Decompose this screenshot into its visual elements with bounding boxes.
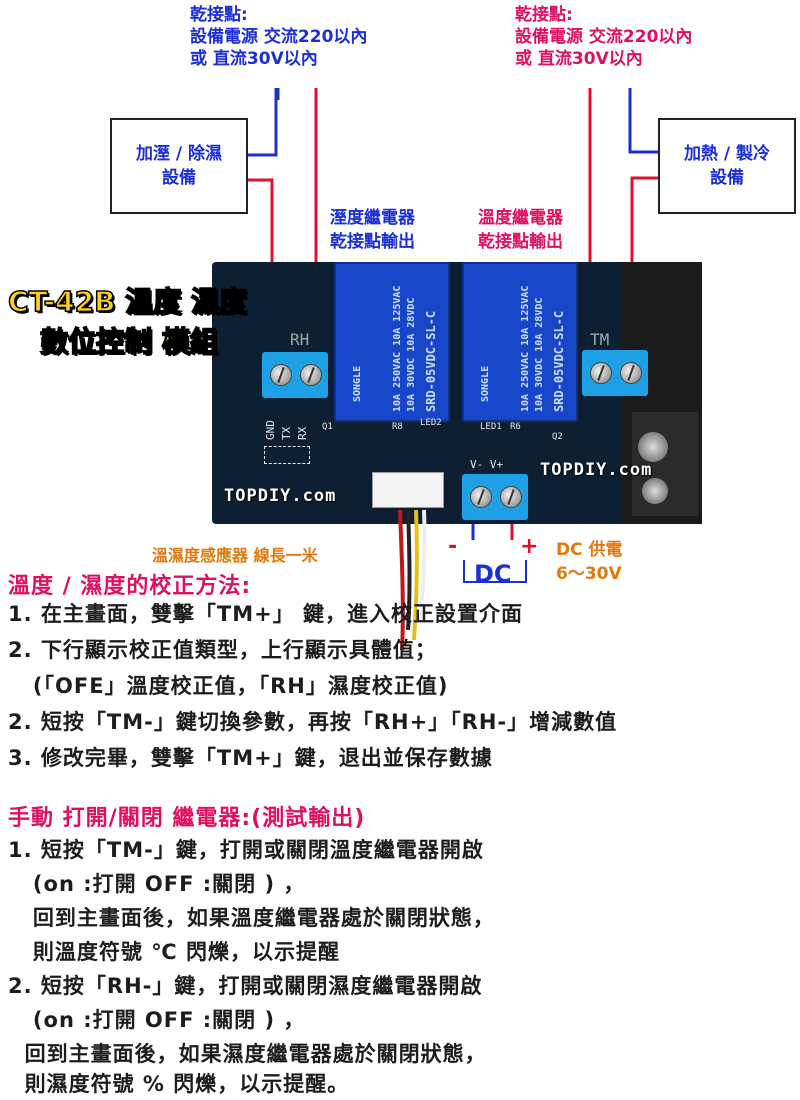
- left-blue-wire: [246, 88, 278, 157]
- humidifier-device-box: 加溼 / 除濕 設備: [110, 118, 248, 214]
- watermark-right: TOPDIY.com: [540, 460, 653, 480]
- temperature-relay: SONGLE 10A 250VAC 10A 125VAC 10A 30VDC 1…: [462, 262, 578, 422]
- humidity-relay: SONGLE 10A 250VAC 10A 125VAC 10A 30VDC 1…: [334, 262, 450, 422]
- rh-terminal-block: [262, 352, 328, 398]
- serial-pin-rx: RX: [296, 426, 309, 440]
- capacitor: [638, 432, 668, 462]
- terminal-screw: [620, 362, 642, 384]
- rh-silk-label: RH: [290, 330, 310, 349]
- calibration-line: 1. 在主畫面，雙擊「TM+」 鍵，進入校正設置介面: [8, 602, 524, 626]
- relay-rating-text: 10A 250VAC 10A 125VAC: [520, 285, 531, 412]
- manual-line: 則溫度符號 ℃ 閃爍，以示提醒: [8, 940, 340, 964]
- dc-supply-line: DC 供電: [556, 540, 623, 560]
- product-title-line1: CT-42B 溫度 濕度: [7, 280, 247, 320]
- calibration-line: 2. 下行顯示校正值類型，上行顯示具體值；: [8, 638, 437, 662]
- right-device-line: 設備: [709, 168, 744, 188]
- relay-rating-text: 10A 30VDC 10A 28VDC: [406, 297, 417, 412]
- circuit-board: RH TM SONGLE 10A 250VAC 10A 125VAC 10A 3…: [212, 262, 702, 524]
- manual-line: 1. 短按「TM-」鍵，打開或關閉溫度繼電器開啟: [8, 838, 484, 862]
- relay-model-text: SRD-05VDC-SL-C: [424, 310, 438, 412]
- temp-relay-label: 溫度繼電器 乾接點輸出: [478, 206, 563, 254]
- terminal-screw: [300, 364, 322, 386]
- sensor-connector: [372, 472, 444, 508]
- top-left-note: 乾接點: 設備電源 交流220以內 或 直流30V以內: [190, 4, 367, 70]
- manual-line: 回到主畫面後，如果溫度繼電器處於關閉狀態，: [8, 906, 495, 930]
- dc-terminal-block: [462, 474, 528, 520]
- relay-brand-text: SONGLE: [352, 365, 363, 402]
- calibration-line: 2. 短按「TM-」鍵切換參數，再按「RH+」「RH-」增減數值: [8, 710, 618, 734]
- humidity-relay-label: 溼度繼電器 乾接點輸出: [330, 206, 415, 254]
- tm-silk-label: TM: [590, 330, 610, 349]
- component-q1: Q1: [322, 422, 333, 432]
- relay-brand-text: SONGLE: [480, 365, 491, 402]
- top-left-note-line: 設備電源 交流220以內: [190, 27, 368, 47]
- tm-terminal-block: [582, 350, 648, 396]
- top-left-note-line: 或 直流30V以內: [190, 49, 318, 69]
- temp-relay-label-line: 乾接點輸出: [478, 232, 563, 252]
- dc-supply-line: 6～30V: [556, 564, 622, 584]
- component-led2: LED2: [420, 418, 442, 428]
- right-device-line: 加熱 / 製冷: [683, 144, 771, 164]
- manual-heading: 手動 打開/關閉 繼電器:(測試輸出): [8, 806, 366, 831]
- product-title-rest: 溫度 濕度: [124, 284, 247, 319]
- terminal-screw: [590, 362, 612, 384]
- temp-relay-label-line: 溫度繼電器: [478, 208, 563, 228]
- component-led1: LED1: [480, 422, 502, 432]
- product-title-control: 數位控制: [39, 324, 153, 359]
- manual-line: 則濕度符號 % 閃爍，以示提醒。: [8, 1072, 350, 1096]
- manual-line: 回到主畫面後，如果濕度繼電器處於關閉狀態，: [8, 1042, 487, 1066]
- heater-device-box: 加熱 / 製冷 設備: [658, 118, 796, 214]
- serial-pin-gnd: GND: [264, 420, 277, 440]
- top-right-note-line: 或 直流30V以內: [515, 49, 643, 69]
- manual-line: (on :打開 OFF :關閉 ) ，: [8, 872, 306, 896]
- calibration-line: (「OFE」溫度校正值，「RH」濕度校正值): [8, 674, 449, 698]
- terminal-screw: [270, 364, 292, 386]
- top-right-note-line: 乾接點:: [515, 5, 573, 25]
- serial-pin-tx: TX: [280, 426, 293, 440]
- terminal-screw: [470, 486, 492, 508]
- sensor-wire-black: [406, 509, 412, 631]
- top-right-note: 乾接點: 設備電源 交流220以內 或 直流30V以內: [515, 4, 692, 70]
- product-title-module: 模組: [161, 324, 219, 359]
- sensor-wires: [398, 509, 427, 651]
- left-device-line: 設備: [161, 168, 196, 188]
- sensor-wire-red: [398, 509, 405, 651]
- top-left-note-line: 乾接點:: [190, 5, 248, 25]
- capacitor: [642, 478, 668, 504]
- manual-line: (on :打開 OFF :關閉 ) ，: [8, 1008, 306, 1032]
- relay-rating-text: 10A 30VDC 10A 28VDC: [534, 297, 545, 412]
- calibration-line: 3. 修改完畢，雙擊「TM+」鍵，退出並保存數據: [8, 746, 493, 770]
- left-device-line: 加溼 / 除濕: [135, 144, 223, 164]
- sensor-label: 溫濕度感應器 線長一米: [152, 546, 318, 565]
- dc-supply-label: DC 供電 6～30V: [556, 538, 623, 586]
- dc-label: DC: [474, 560, 512, 588]
- component-r6: R6: [510, 422, 521, 432]
- right-blue-wire: [628, 88, 658, 154]
- dc-minus-label: -: [448, 534, 458, 559]
- dc-plus-label: +: [520, 534, 539, 559]
- manual-line: 2. 短按「RH-」鍵，打開或關閉濕度繼電器開啟: [8, 974, 483, 998]
- component-q2: Q2: [552, 432, 563, 442]
- relay-model-text: SRD-05VDC-SL-C: [552, 310, 566, 412]
- humidity-relay-label-line: 溼度繼電器: [330, 208, 415, 228]
- terminal-screw: [500, 486, 522, 508]
- calibration-heading: 溫度 / 濕度的校正方法:: [8, 574, 252, 599]
- product-model: CT-42B: [7, 284, 116, 319]
- top-right-note-line: 設備電源 交流220以內: [515, 27, 693, 47]
- sensor-wire-white: [418, 509, 427, 621]
- sensor-wire-yellow: [412, 509, 419, 641]
- power-pin-label: V- V+: [470, 458, 504, 471]
- dc-bracket: [463, 560, 527, 583]
- watermark-left: TOPDIY.com: [224, 486, 337, 506]
- humidity-relay-label-line: 乾接點輸出: [330, 232, 415, 252]
- component-r8: R8: [392, 422, 403, 432]
- relay-rating-text: 10A 250VAC 10A 125VAC: [392, 285, 403, 412]
- product-title-line2: 數位控制 模組: [39, 320, 219, 360]
- serial-header: [264, 446, 310, 464]
